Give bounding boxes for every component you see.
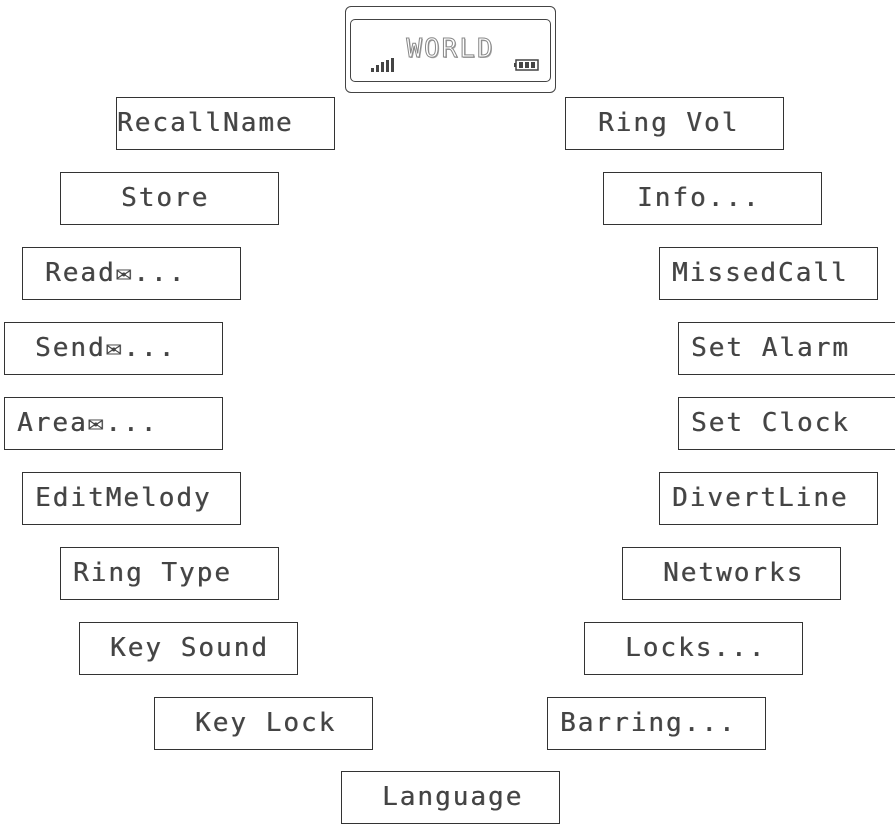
menu-item-missed-call[interactable]: MissedCall xyxy=(659,247,878,300)
menu-item-key-lock[interactable]: Key Lock xyxy=(154,697,373,750)
menu-item-networks[interactable]: Networks xyxy=(622,547,841,600)
menu-item-send-messages[interactable]: Send✉... xyxy=(4,322,223,375)
menu-item-edit-melody[interactable]: EditMelody xyxy=(22,472,241,525)
menu-item-recall-name[interactable]: RecallName xyxy=(116,97,335,150)
menu-item-info[interactable]: Info... xyxy=(603,172,822,225)
phone-display: WORLD xyxy=(345,6,556,93)
menu-item-ring-type[interactable]: Ring Type xyxy=(60,547,279,600)
menu-item-area-messages[interactable]: Area✉... xyxy=(4,397,223,450)
phone-display-inner: WORLD xyxy=(350,19,551,82)
display-title: WORLD xyxy=(406,34,495,65)
menu-item-set-alarm[interactable]: Set Alarm xyxy=(678,322,895,375)
menu-item-language[interactable]: Language xyxy=(341,771,560,824)
menu-item-locks[interactable]: Locks... xyxy=(584,622,803,675)
signal-strength-icon xyxy=(371,58,394,72)
menu-item-barring[interactable]: Barring... xyxy=(547,697,766,750)
menu-item-ring-vol[interactable]: Ring Vol xyxy=(565,97,784,150)
menu-item-key-sound[interactable]: Key Sound xyxy=(79,622,298,675)
menu-item-divert-line[interactable]: DivertLine xyxy=(659,472,878,525)
menu-item-read-messages[interactable]: Read✉... xyxy=(22,247,241,300)
battery-icon xyxy=(514,59,539,71)
menu-item-set-clock[interactable]: Set Clock xyxy=(678,397,895,450)
menu-item-store[interactable]: Store xyxy=(60,172,279,225)
